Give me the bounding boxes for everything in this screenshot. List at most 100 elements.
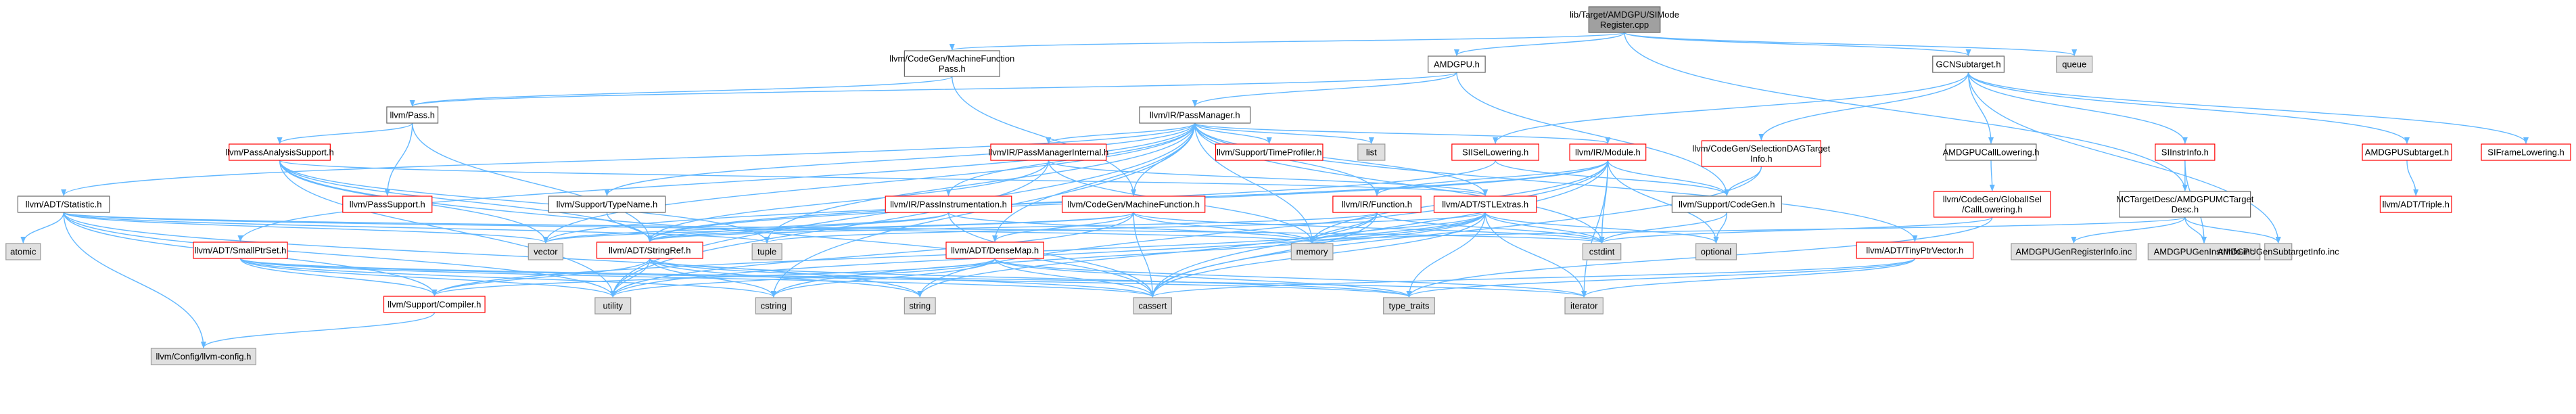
node-amdsub[interactable]: AMDGPUSubtarget.h: [2362, 143, 2452, 161]
node-gcn[interactable]: GCNSubtarget.h: [1932, 55, 2005, 73]
node-pass[interactable]: llvm/Pass.h: [386, 106, 439, 124]
node-label-string: string: [909, 301, 931, 311]
node-passmgr[interactable]: llvm/IR/PassManager.h: [1139, 106, 1251, 124]
node-module[interactable]: llvm/IR/Module.h: [1569, 143, 1647, 161]
edge-gcn-to-amdsub: [1967, 72, 2410, 144]
edge-mf-to-cstdint: [1133, 212, 1605, 244]
node-box-subinfo: [2264, 243, 2293, 260]
edge-densemap-to-utility: [610, 258, 996, 298]
node-iterator: iterator: [1564, 297, 1603, 315]
node-label-stlextras: llvm/ADT/STLExtras.h: [1442, 200, 1528, 210]
node-pmi[interactable]: llvm/IR/PassManagerInternal.h: [988, 143, 1108, 161]
node-box-list: [1357, 143, 1386, 161]
edge-passmgr-to-stlextras: [1194, 122, 1489, 196]
node-amdgpu[interactable]: AMDGPU.h: [1428, 55, 1486, 73]
edge-densemap-to-typetraits: [994, 258, 1412, 298]
edge-mctarget-to-subinfo: [2184, 216, 2281, 244]
node-irfunc[interactable]: llvm/IR/Function.h: [1332, 196, 1422, 213]
node-pas[interactable]: llvm/PassAnalysisSupport.h: [225, 143, 334, 161]
node-box-globalisel: [1933, 191, 2051, 218]
node-label-pas: llvm/PassAnalysisSupport.h: [225, 147, 333, 158]
node-stat[interactable]: llvm/ADT/Statistic.h: [17, 196, 110, 213]
edge-stringref-to-cassert: [649, 258, 1156, 298]
edge-mfpass-to-mf: [952, 76, 1137, 196]
node-callower[interactable]: AMDGPUCallLowering.h: [1942, 143, 2040, 161]
edge-amdgpu-to-supcg: [1456, 72, 1730, 196]
node-box-reginfo: [2011, 243, 2137, 260]
node-typename[interactable]: llvm/Support/TypeName.h: [548, 196, 666, 213]
node-box-cstdint: [1582, 243, 1622, 260]
node-smallptr[interactable]: llvm/ADT/SmallPtrSet.h: [193, 242, 288, 259]
node-compiler[interactable]: llvm/Support/Compiler.h: [383, 296, 486, 313]
edge-passmgr-to-list: [1194, 122, 1374, 144]
node-triple[interactable]: llvm/ADT/Triple.h: [2379, 196, 2452, 213]
node-box-iterator: [1564, 297, 1603, 315]
node-box-instrinfo: [2147, 243, 2261, 260]
node-tinyptr[interactable]: llvm/ADT/TinyPtrVector.h: [1856, 242, 1974, 259]
edge-passmgr-to-memory: [1194, 122, 1315, 244]
node-label-cassert: cassert: [1138, 301, 1167, 311]
edge-pass-to-pas: [277, 122, 413, 144]
node-box-passmgr: [1139, 106, 1251, 124]
node-siinstr[interactable]: SIInstrInfo.h: [2155, 143, 2216, 161]
edge-module-to-iterator: [1581, 160, 1609, 298]
edge-passmgr-to-typename: [604, 122, 1196, 196]
node-stlextras[interactable]: llvm/ADT/STLExtras.h: [1433, 196, 1537, 213]
edge-passmgr-to-smallptr: [237, 122, 1196, 242]
node-timeprof[interactable]: llvm/Support/TimeProfiler.h: [1215, 143, 1324, 161]
edge-tinyptr-to-iterator: [1581, 258, 1916, 298]
edge-module-to-optional: [1607, 160, 1719, 244]
edges-layer: [20, 32, 2529, 348]
node-cassert: cassert: [1133, 297, 1173, 315]
edge-stat-to-atomic: [20, 212, 64, 244]
node-box-root: [1588, 6, 1661, 33]
node-passinst[interactable]: llvm/IR/PassInstrumentation.h: [885, 196, 1012, 213]
edge-module-to-string: [917, 160, 1609, 298]
node-label-amdsub: AMDGPUSubtarget.h: [2365, 147, 2449, 158]
node-label-typetraits: type_traits: [1389, 301, 1430, 311]
node-mf[interactable]: llvm/CodeGen/MachineFunction.h: [1061, 196, 1206, 213]
edge-densemap-to-cassert: [994, 258, 1156, 298]
node-label-root: Register.cpp: [1600, 20, 1649, 30]
node-label-mfpass: Pass.h: [939, 64, 966, 74]
edge-passmgr-to-densemap: [992, 122, 1196, 242]
edge-pas-to-stringref: [279, 160, 653, 242]
node-label-iterator: iterator: [1570, 301, 1598, 311]
node-subinfo: AMDGPUGenSubtargetInfo.inc: [2218, 243, 2339, 260]
node-queue: queue: [2056, 55, 2093, 73]
node-box-siframe: [2481, 143, 2571, 161]
edge-stat-to-string: [63, 212, 923, 298]
edge-sisel-to-supcg: [1495, 160, 1730, 196]
node-sisel[interactable]: SIISelLowering.h: [1451, 143, 1539, 161]
node-label-compiler: llvm/Support/Compiler.h: [388, 300, 481, 310]
edge-amdsub-to-triple: [2406, 160, 2419, 196]
node-densemap[interactable]: llvm/ADT/DenseMap.h: [945, 242, 1044, 259]
node-tuple: tuple: [751, 243, 782, 260]
node-supcg[interactable]: llvm/Support/CodeGen.h: [1671, 196, 1782, 213]
node-memory: memory: [1290, 243, 1334, 260]
edge-passmgr-to-stat: [61, 122, 1196, 196]
edge-stringref-to-compiler: [431, 258, 651, 296]
node-label-amdgpu: AMDGPU.h: [1434, 60, 1480, 70]
edge-densemap-to-compiler: [431, 258, 996, 296]
node-passsup[interactable]: llvm/PassSupport.h: [342, 196, 433, 213]
edge-stlextras-to-tuple: [764, 212, 1486, 244]
node-box-densemap: [945, 242, 1044, 259]
node-label-cstdint: cstdint: [1589, 247, 1615, 257]
edge-mf-to-vector: [543, 212, 1134, 244]
edge-passmgr-to-pmi: [1046, 122, 1196, 144]
edge-smallptr-to-typetraits: [239, 258, 1411, 298]
edge-pass-to-passsup: [384, 122, 413, 196]
edge-module-to-irfunc: [1374, 160, 1609, 196]
node-globalisel[interactable]: llvm/CodeGen/GlobalISel/CallLowering.h: [1933, 191, 2051, 218]
node-stringref[interactable]: llvm/ADT/StringRef.h: [596, 242, 703, 259]
node-list: list: [1357, 143, 1386, 161]
edge-stat-to-memory: [63, 212, 1315, 244]
edge-mctarget-to-memory: [1309, 216, 2186, 244]
node-siframe[interactable]: SIFrameLowering.h: [2481, 143, 2571, 161]
node-box-timeprof: [1215, 143, 1324, 161]
